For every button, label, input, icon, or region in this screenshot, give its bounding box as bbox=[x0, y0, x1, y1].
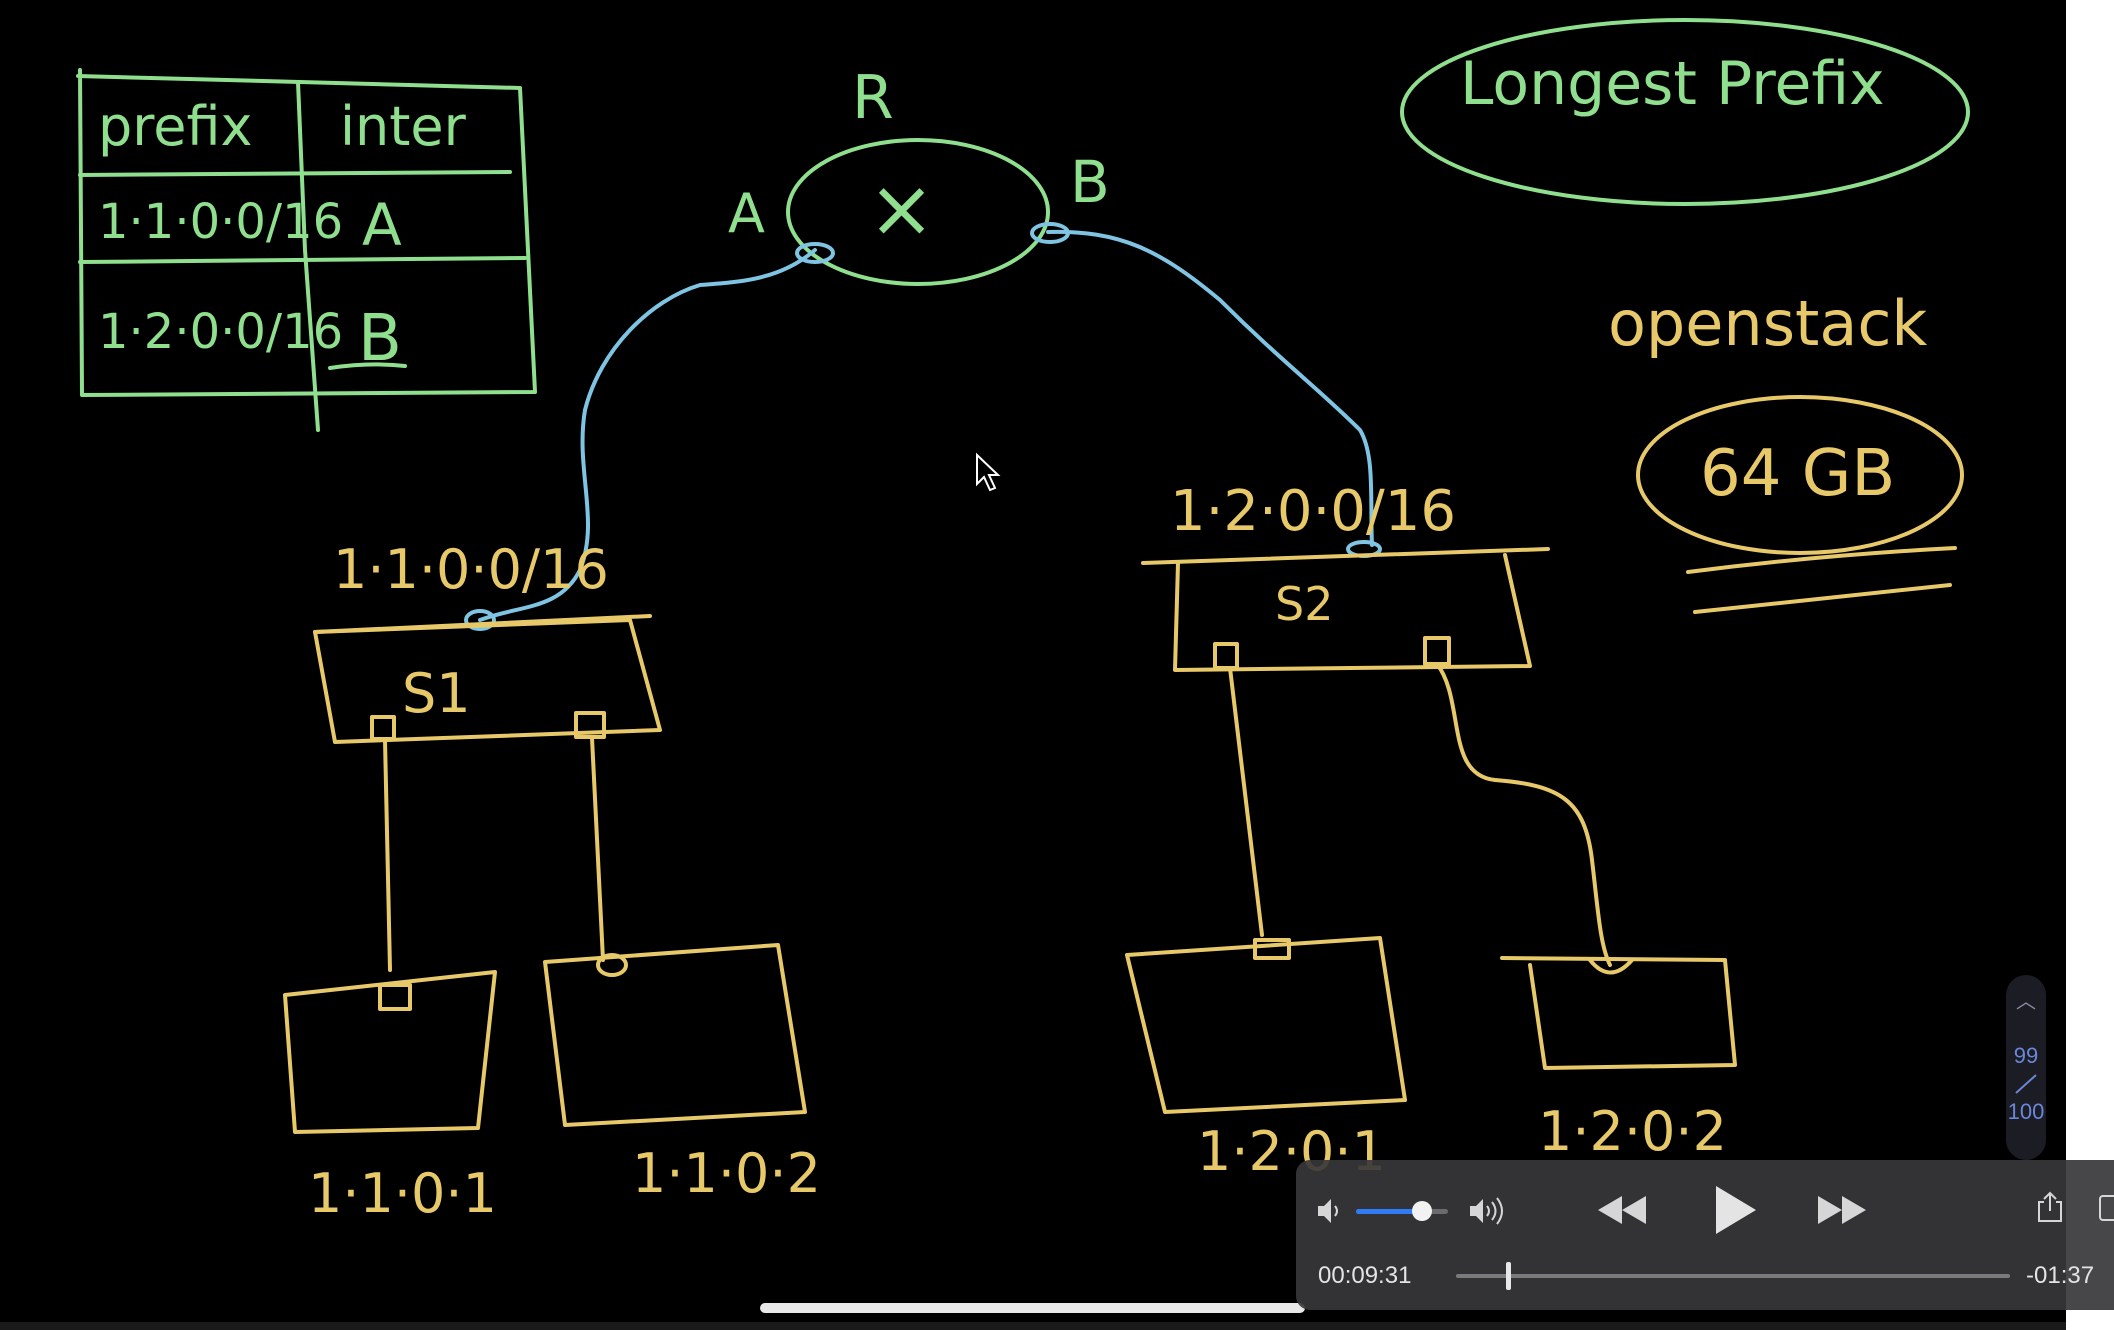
memory-ellipse bbox=[1636, 395, 1964, 555]
hosts: 1·1·0·1 1·1·0·2 1·2·0·1 1·2·0·2 bbox=[283, 936, 1737, 1225]
note-openstack: openstack bbox=[1608, 287, 1927, 360]
switch-s1-label: S1 bbox=[402, 662, 471, 725]
mouse-pointer-icon bbox=[976, 452, 1001, 492]
host-1-label: 1·1·0·1 bbox=[308, 1162, 497, 1225]
note-title: Longest Prefix bbox=[1460, 49, 1885, 119]
host-4-label: 1·2·0·2 bbox=[1538, 1100, 1727, 1163]
host-4: 1·2·0·2 bbox=[1500, 956, 1737, 1163]
page-indicator[interactable]: ︿ 99 100 bbox=[2006, 975, 2046, 1160]
volume-low-icon[interactable] bbox=[1316, 1196, 1344, 1226]
volume-high-icon[interactable] bbox=[1468, 1196, 1512, 1226]
fast-forward-icon[interactable] bbox=[1816, 1192, 1868, 1228]
switch-s1-subnet: 1·1·0·0/16 bbox=[333, 538, 609, 601]
elapsed-time: 00:09:31 bbox=[1318, 1262, 1412, 1289]
volume-slider-knob[interactable] bbox=[1412, 1201, 1433, 1221]
playback-progress-bar[interactable] bbox=[1456, 1262, 2010, 1290]
switch-s2-label: S2 bbox=[1275, 577, 1333, 631]
volume-slider[interactable] bbox=[1356, 1201, 1448, 1221]
remaining-time: -01:37 bbox=[2026, 1262, 2095, 1289]
whiteboard-canvas: prefix inter 1·1·0·0/16 A 1·2·0·0/16 B R… bbox=[76, 18, 1970, 1225]
home-indicator[interactable] bbox=[760, 1303, 1305, 1313]
table-header-prefix: prefix bbox=[98, 95, 253, 158]
switch-s1: S1 1·1·0·0/16 bbox=[313, 538, 662, 972]
routing-table: prefix inter 1·1·0·0/16 A 1·2·0·0/16 B bbox=[76, 68, 537, 432]
router-port-b-label: B bbox=[1070, 148, 1110, 216]
window-edge bbox=[2066, 0, 2114, 1330]
volume-slider-fill bbox=[1356, 1209, 1423, 1214]
switch-s2-subnet: 1·2·0·0/16 bbox=[1170, 479, 1456, 544]
router-port-a-label: A bbox=[728, 182, 765, 245]
host-1: 1·1·0·1 bbox=[283, 970, 497, 1225]
rewind-icon[interactable] bbox=[1596, 1192, 1648, 1228]
router-links bbox=[464, 222, 1382, 631]
note-memory: 64 GB bbox=[1700, 437, 1895, 511]
switch-s2: S2 1·2·0·0/16 bbox=[1141, 479, 1612, 967]
page-divider bbox=[2015, 1074, 2037, 1094]
fullscreen-icon[interactable] bbox=[2096, 1194, 2114, 1222]
router: R × A B bbox=[728, 63, 1110, 286]
bottom-edge bbox=[0, 1322, 2066, 1330]
table-cell-prefix-1: 1·1·0·0/16 bbox=[98, 194, 343, 250]
router-mark: × bbox=[868, 162, 935, 255]
table-cell-prefix-2: 1·2·0·0/16 bbox=[98, 304, 343, 360]
host-2: 1·1·0·2 bbox=[543, 943, 821, 1205]
page-total: 100 bbox=[2007, 1099, 2045, 1124]
play-icon[interactable] bbox=[1710, 1182, 1760, 1238]
page-current: 99 bbox=[2013, 1043, 2039, 1068]
notes: Longest Prefix openstack 64 GB bbox=[1400, 18, 1970, 614]
host-2-label: 1·1·0·2 bbox=[632, 1142, 821, 1205]
share-icon[interactable] bbox=[2036, 1190, 2064, 1224]
playback-scrubber[interactable] bbox=[1505, 1262, 1511, 1290]
table-header-interface: inter bbox=[340, 95, 467, 158]
router-label: R bbox=[852, 63, 894, 133]
host-3: 1·2·0·1 bbox=[1125, 936, 1407, 1183]
media-player-controls: 00:09:31 -01:37 bbox=[1296, 1160, 2114, 1310]
chevron-up-icon[interactable]: ︿ bbox=[2016, 989, 2036, 1013]
table-cell-interface-1: A bbox=[362, 191, 402, 259]
title-ellipse bbox=[1400, 18, 1970, 206]
